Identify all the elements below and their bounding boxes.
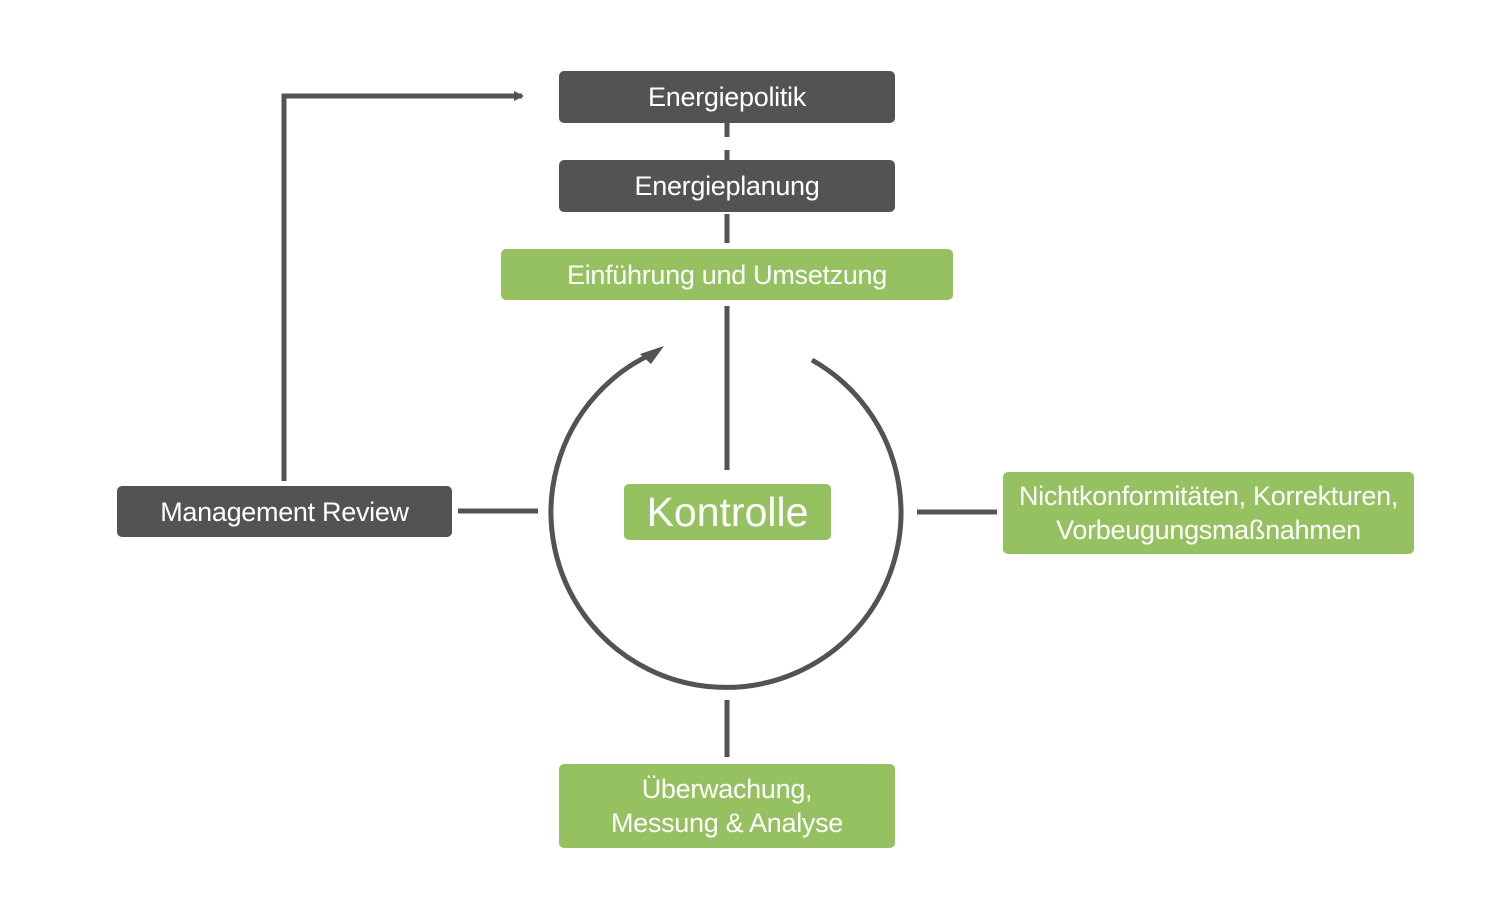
kontrolle-label: Kontrolle (646, 489, 809, 535)
nichtkonformitaeten-label-line1: Nichtkonformitäten, Korrekturen, (1018, 481, 1399, 511)
energieplanung-box: Energieplanung (559, 160, 895, 212)
energieplanung-label: Energieplanung (634, 171, 820, 201)
nichtkonformitaeten-box: Nichtkonformitäten, Korrekturen, Vorbeug… (1003, 472, 1414, 554)
feedback-arrow-management-to-politik (281, 91, 524, 481)
ueberwachung-label-line1: Überwachung, (641, 774, 813, 804)
einfuehrung-box: Einführung und Umsetzung (501, 249, 953, 300)
cycle-arrowhead (640, 346, 664, 364)
management-review-label: Management Review (160, 496, 409, 527)
nichtkonformitaeten-label-line2: Vorbeugungsmaßnahmen (1056, 515, 1361, 545)
energiepolitik-box: Energiepolitik (559, 71, 895, 123)
ueberwachung-box: Überwachung, Messung & Analyse (559, 764, 895, 848)
energiepolitik-label: Energiepolitik (648, 82, 806, 112)
cycle-arrow-circle (548, 349, 904, 690)
ueberwachung-label-line2: Messung & Analyse (610, 808, 844, 838)
kontrolle-box: Kontrolle (624, 484, 831, 540)
einfuehrung-label: Einführung und Umsetzung (566, 259, 887, 290)
management-review-box: Management Review (117, 486, 452, 537)
